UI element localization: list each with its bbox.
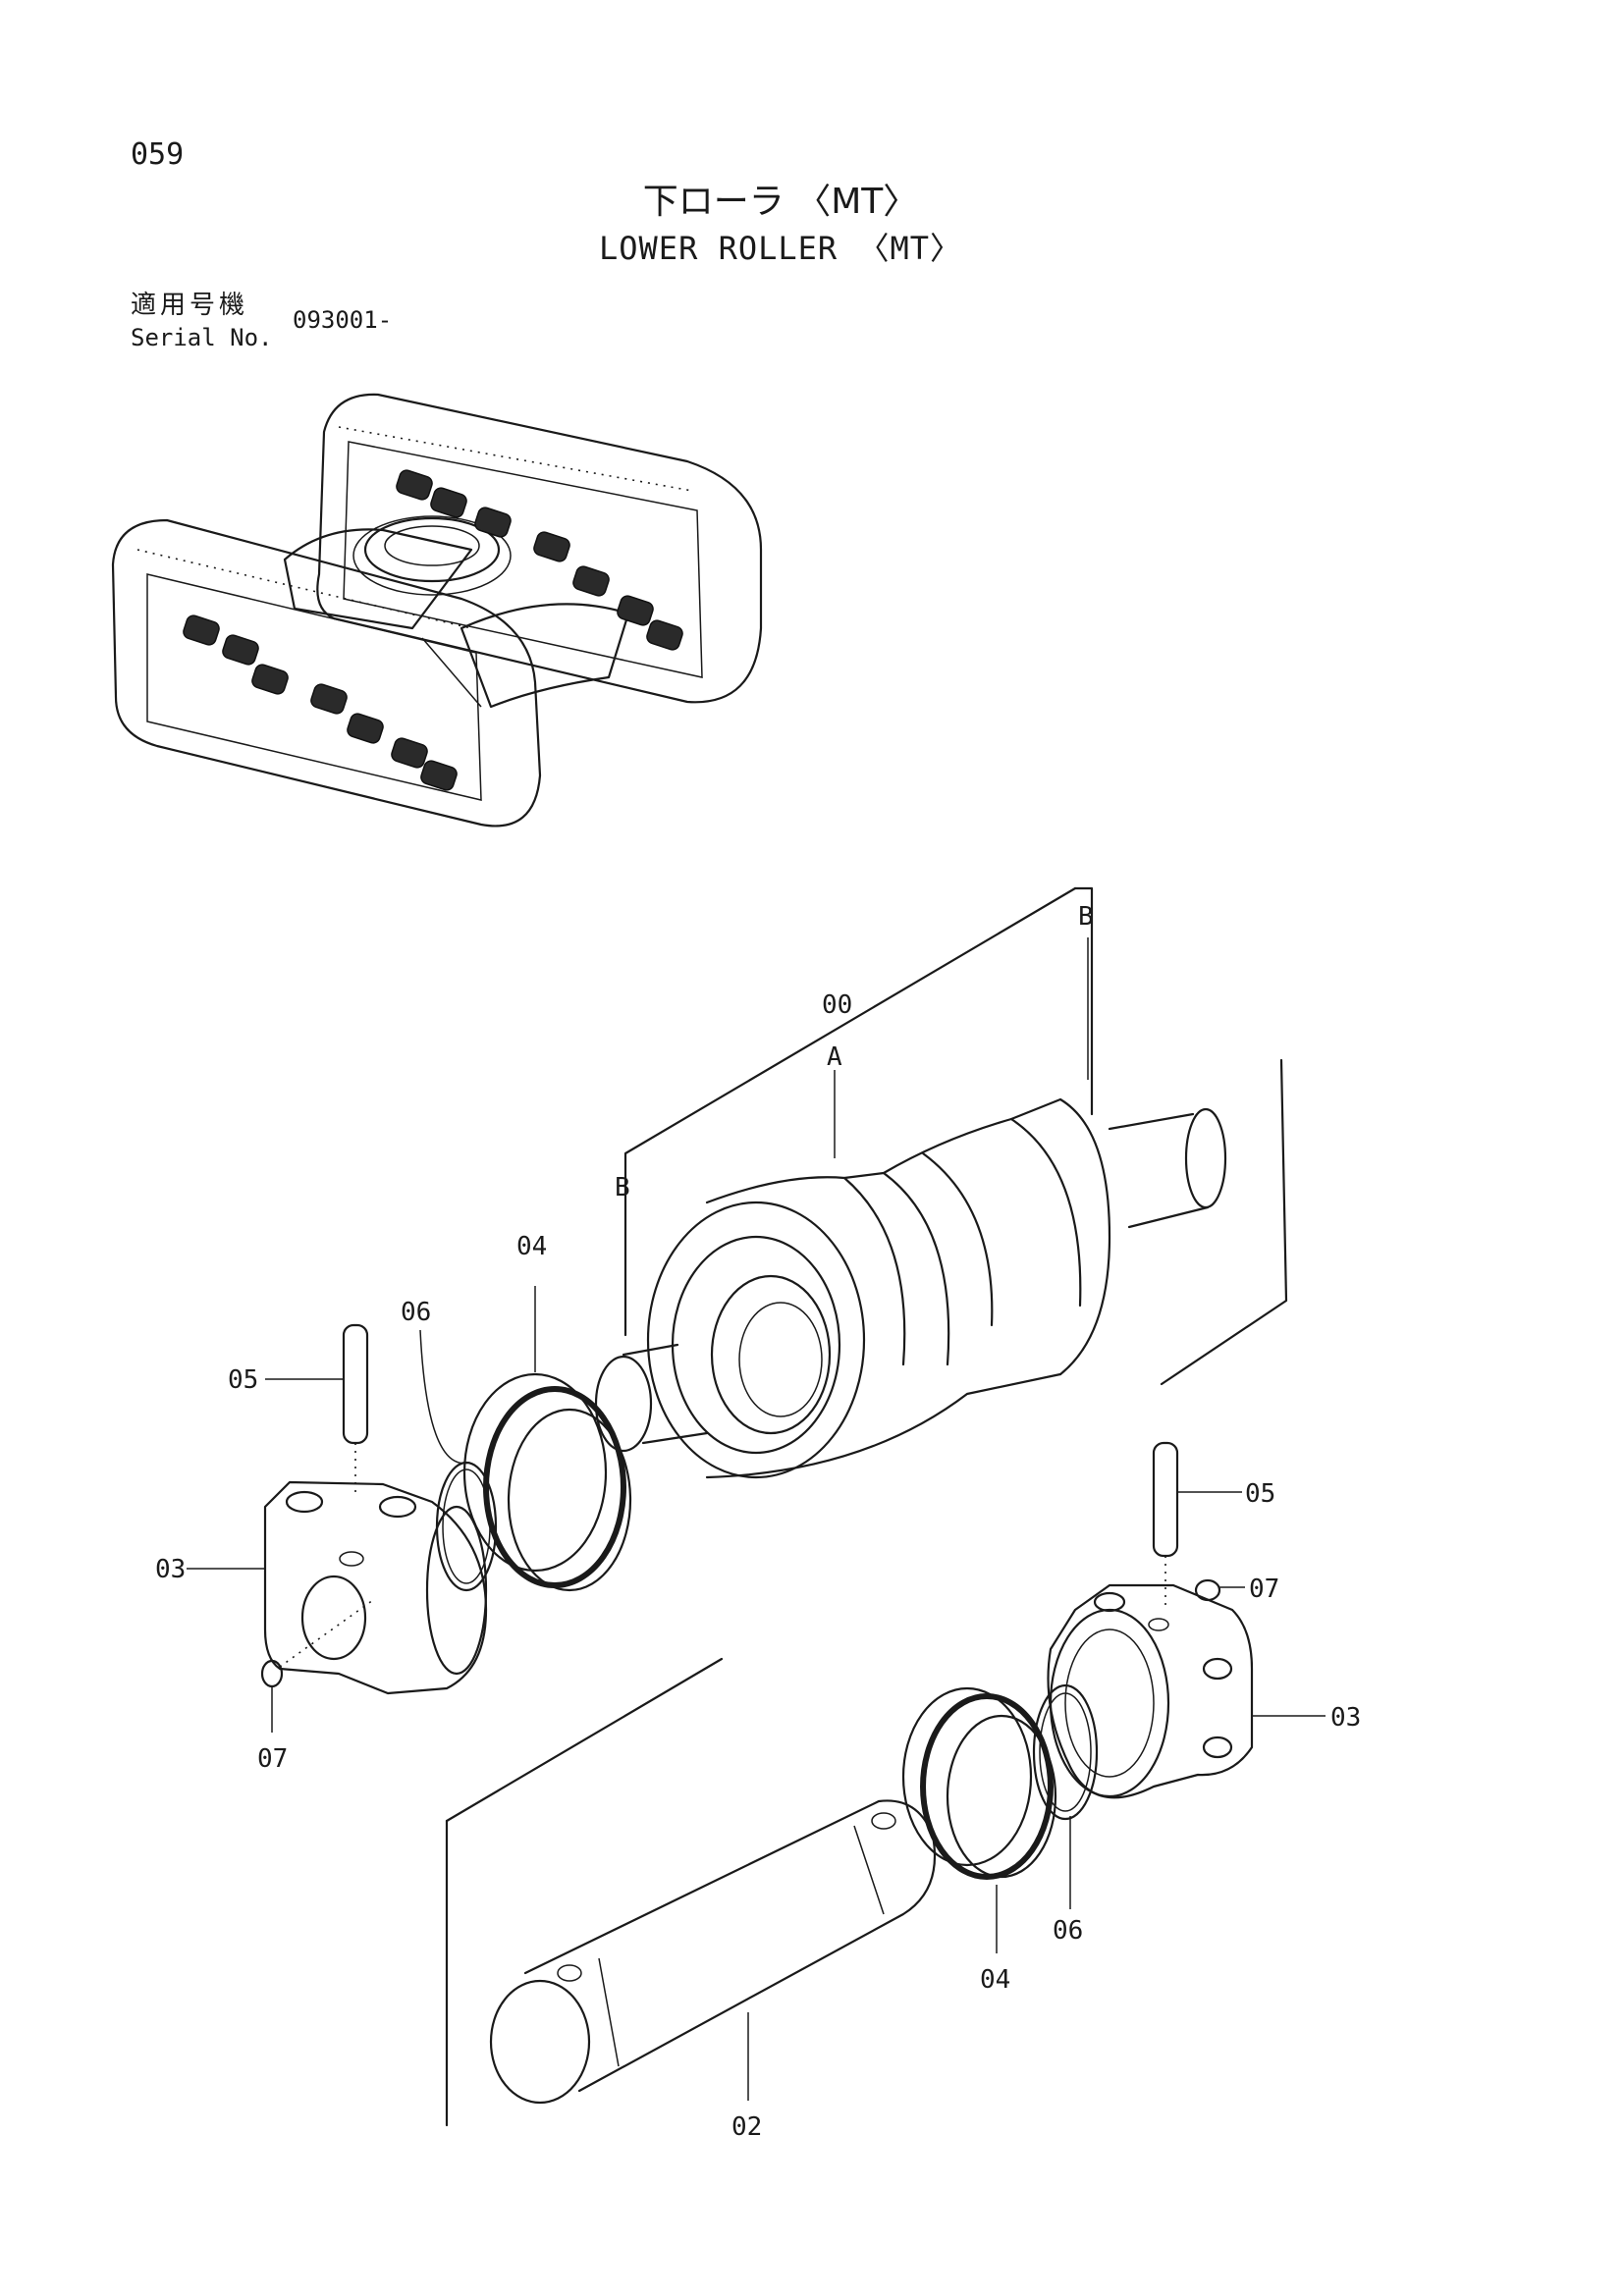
- callout-seal-left-04: 04: [516, 1232, 547, 1261]
- callout-ref-a: A: [827, 1042, 842, 1072]
- callout-plug-right-07: 07: [1249, 1575, 1279, 1604]
- callout-ref-b-mid: B: [615, 1173, 630, 1202]
- callout-ref-b-top: B: [1078, 902, 1094, 932]
- serial-label-jp: 適用号機: [131, 291, 249, 320]
- callout-assembly-00: 00: [822, 990, 852, 1020]
- leader-lines: [187, 937, 1326, 2101]
- serial-number-value: 093001-: [293, 306, 393, 334]
- callout-seal-right-04: 04: [980, 1965, 1010, 1995]
- page-title-en: LOWER ROLLER 〈MT〉: [599, 230, 962, 267]
- assembly-frame-lines: [445, 886, 1288, 2127]
- pin-right-05: [1152, 1441, 1179, 1610]
- plug-right-07: [1194, 1578, 1221, 1602]
- seal-right-04: [901, 1686, 1057, 1880]
- seal-left-04: [462, 1372, 632, 1592]
- callout-plug-left-07: 07: [257, 1744, 288, 1774]
- callout-pin-right-05: 05: [1245, 1479, 1275, 1509]
- undercarriage-overview-illustration: [111, 393, 763, 828]
- callout-collar-left-03: 03: [155, 1555, 186, 1584]
- page-number: 059: [131, 137, 185, 172]
- roller-body-00: [594, 1097, 1227, 1479]
- plug-left-07: [260, 1599, 374, 1688]
- callout-oring-left-06: 06: [401, 1298, 431, 1327]
- callout-oring-right-06: 06: [1053, 1916, 1083, 1946]
- shaft-02: [489, 1799, 937, 2105]
- callout-labels: 00 A B B 04 06 05 03 07 05 07 03 06 04 0…: [155, 902, 1361, 2142]
- oring-left-06: [435, 1461, 498, 1592]
- serial-label-en: Serial No.: [131, 324, 273, 351]
- pin-left-05: [342, 1323, 369, 1497]
- page-title-jp: 下ローラ 〈MT〉: [642, 182, 919, 222]
- callout-shaft-02: 02: [731, 2112, 762, 2142]
- oring-right-06: [1032, 1683, 1099, 1821]
- callout-pin-left-05: 05: [228, 1365, 258, 1395]
- callout-collar-right-03: 03: [1330, 1703, 1361, 1733]
- collar-left-03: [263, 1480, 488, 1695]
